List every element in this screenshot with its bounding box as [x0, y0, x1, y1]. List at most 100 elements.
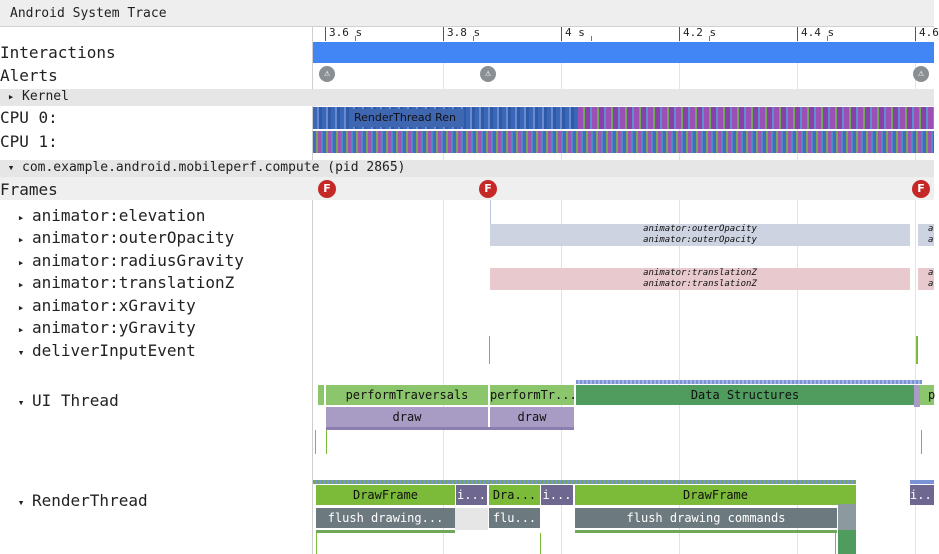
- row-animator-xgravity[interactable]: ▸ animator:xGravity: [10, 296, 196, 315]
- row-animator-ygravity[interactable]: ▸ animator:yGravity: [10, 318, 196, 337]
- rt-drawframe-slice[interactable]: Dra...: [489, 485, 540, 505]
- row-label: animator:yGravity: [32, 318, 196, 337]
- row-label: CPU 1:: [0, 132, 58, 151]
- translationz-slice-tail[interactable]: a a: [918, 268, 934, 290]
- rt-drawframe-slice[interactable]: DrawFrame: [575, 485, 856, 505]
- frame-glyph: F: [323, 182, 331, 195]
- ui-data-structures-slice[interactable]: Data Structures: [576, 385, 914, 405]
- row-animator-elevation[interactable]: ▸ animator:elevation: [10, 206, 206, 225]
- expand-icon[interactable]: ▸: [7, 90, 15, 103]
- row-ui-thread[interactable]: ▾UI Thread: [10, 391, 119, 410]
- grid-line: [797, 41, 798, 554]
- group-label: com.example.android.mobileperf.compute (…: [22, 160, 406, 175]
- ui-perform-traversals-slice[interactable]: performTraversals: [326, 385, 488, 405]
- rt-slice[interactable]: i...: [456, 485, 487, 505]
- frame-marker-icon[interactable]: F: [912, 180, 930, 198]
- frame-glyph: F: [484, 182, 492, 195]
- expand-icon[interactable]: ▸: [17, 211, 25, 224]
- expand-icon[interactable]: ▸: [17, 256, 25, 269]
- row-alerts[interactable]: Alerts: [0, 66, 58, 85]
- cpu0-activity: [578, 107, 934, 129]
- row-label: animator:xGravity: [32, 296, 196, 315]
- tick-label: 4.4 s: [801, 26, 835, 39]
- input-event-mark: [916, 336, 918, 364]
- ruler-tick: 4 s: [561, 27, 585, 41]
- ui-slice-small[interactable]: [914, 385, 920, 407]
- ui-mark: [326, 430, 327, 454]
- ui-slice-small[interactable]: [318, 385, 324, 405]
- row-frames[interactable]: Frames: [0, 180, 58, 199]
- outer-opacity-slice-tail[interactable]: a a: [918, 224, 934, 246]
- rt-slice[interactable]: i...: [910, 485, 939, 505]
- rt-flush-slice[interactable]: flush drawing commands: [575, 508, 837, 528]
- rt-slice-small[interactable]: [838, 504, 856, 530]
- tick-label: 3.8 s: [447, 26, 481, 39]
- rt-slice-small[interactable]: [838, 530, 856, 554]
- tick-label: 4.2 s: [683, 26, 717, 39]
- row-label: RenderThread: [32, 491, 148, 510]
- collapse-icon[interactable]: ▾: [17, 396, 25, 409]
- ruler-tick: 4.2 s: [679, 27, 716, 41]
- row-label: CPU 0:: [0, 108, 58, 127]
- process-group-header[interactable]: ▾ com.example.android.mobileperf.compute …: [0, 160, 934, 177]
- expand-icon[interactable]: ▸: [17, 301, 25, 314]
- ui-mark: [921, 430, 922, 454]
- alert-icon[interactable]: ⚠: [319, 66, 335, 82]
- cpu0-track[interactable]: RenderThread Ren: [313, 107, 934, 129]
- interactions-track[interactable]: [313, 42, 934, 63]
- cpu0-slice[interactable]: RenderThread Ren: [349, 109, 464, 127]
- collapse-icon[interactable]: ▾: [17, 346, 25, 359]
- rt-flush-slice[interactable]: flush drawing...: [316, 508, 455, 528]
- time-ruler[interactable]: 3.6 s 3.8 s 4 s 4.2 s 4.4 s 4.6: [313, 26, 939, 41]
- alert-icon[interactable]: ⚠: [913, 66, 929, 82]
- row-label: animator:elevation: [32, 206, 206, 225]
- grid-line: [561, 41, 562, 554]
- kernel-group-header[interactable]: ▸Kernel: [0, 89, 934, 106]
- row-deliver-input-event[interactable]: ▾ deliverInputEvent: [10, 341, 196, 360]
- row-label: Interactions: [0, 43, 116, 62]
- row-interactions[interactable]: Interactions: [0, 43, 116, 62]
- frame-marker-icon[interactable]: F: [318, 180, 336, 198]
- row-render-thread[interactable]: ▾ RenderThread: [10, 491, 148, 510]
- render-thread-activity: [313, 480, 856, 484]
- frames-row-bg: [0, 177, 934, 200]
- row-label: animator:outerOpacity: [32, 228, 235, 247]
- row-animator-outeropacity[interactable]: ▸ animator:outerOpacity: [10, 228, 235, 247]
- ui-draw-slice[interactable]: draw: [490, 407, 574, 427]
- rt-sub-slices: [316, 530, 455, 533]
- expand-icon[interactable]: ▸: [17, 323, 25, 336]
- ui-perform-traversals-slice[interactable]: performTr...: [490, 385, 577, 405]
- cpu1-track[interactable]: [313, 131, 934, 153]
- rt-drawframe-slice[interactable]: DrawFrame: [316, 485, 455, 505]
- tick-label: 4 s: [565, 26, 585, 39]
- marker-line: [490, 200, 491, 224]
- minor-tick: [827, 36, 828, 41]
- minor-tick: [473, 36, 474, 41]
- track-divider[interactable]: [312, 27, 313, 554]
- expand-icon[interactable]: ▸: [17, 233, 25, 246]
- collapse-icon[interactable]: ▾: [7, 161, 15, 174]
- row-cpu1[interactable]: CPU 1:: [0, 132, 58, 151]
- expand-icon[interactable]: ▸: [17, 278, 25, 291]
- collapse-icon[interactable]: ▾: [17, 496, 25, 509]
- rt-slice[interactable]: i...: [541, 485, 573, 505]
- alert-glyph: ⚠: [917, 68, 925, 79]
- rt-mark: [835, 533, 836, 554]
- ui-sub-slices: [326, 427, 574, 430]
- minor-tick: [591, 36, 592, 41]
- ruler-tick: 4.6: [915, 27, 939, 41]
- row-label: deliverInputEvent: [32, 341, 196, 360]
- row-animator-translationz[interactable]: ▸animator:translationZ: [10, 273, 235, 292]
- row-animator-radiusgravity[interactable]: ▸animator:radiusGravity: [10, 251, 244, 270]
- grid-line: [679, 41, 680, 554]
- ui-draw-slice[interactable]: draw: [326, 407, 488, 427]
- ui-perform-traversals-slice-tail[interactable]: p: [920, 385, 935, 405]
- frame-marker-icon[interactable]: F: [479, 180, 497, 198]
- outer-opacity-slice[interactable]: animator:outerOpacity animator:outerOpac…: [490, 224, 910, 246]
- tick-label: 4.6: [919, 26, 939, 39]
- rt-flush-slice[interactable]: flu...: [489, 508, 540, 528]
- alert-icon[interactable]: ⚠: [480, 66, 496, 82]
- row-cpu0[interactable]: CPU 0:: [0, 108, 58, 127]
- frame-glyph: F: [917, 182, 925, 195]
- translationz-slice[interactable]: animator:translationZ animator:translati…: [490, 268, 910, 290]
